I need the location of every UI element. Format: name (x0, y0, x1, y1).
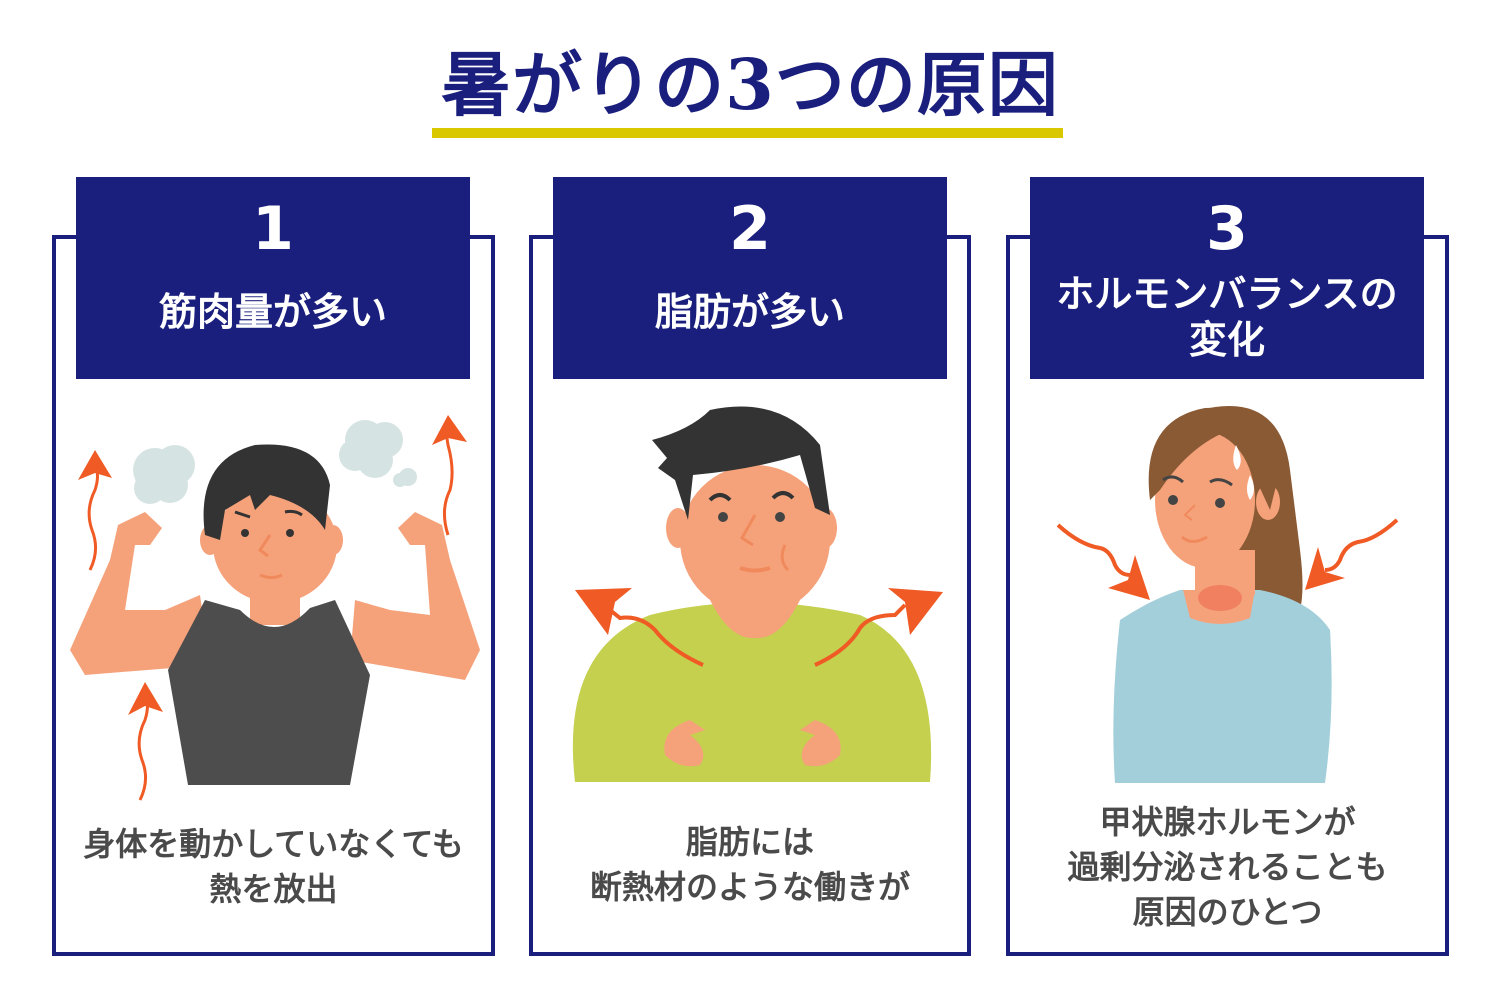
muscular-man-flexing-icon (70, 415, 480, 801)
card-description: 身体を動かしていなくても 熱を放出 (83, 825, 464, 908)
card-number: 2 (729, 194, 771, 264)
sweating-woman-thyroid-icon (1056, 406, 1399, 783)
card-heading: 筋肉量が多い (158, 290, 387, 334)
card-number: 1 (252, 194, 294, 264)
card-description: 脂肪には 断熱材のような働きが (589, 823, 910, 906)
card-header-1: 1 筋肉量が多い (76, 177, 470, 379)
card-number: 3 (1206, 194, 1248, 264)
chubby-man-icon (572, 406, 943, 782)
title-underline (432, 128, 1063, 138)
page-title: 暑がりの3つの原因 (441, 43, 1059, 126)
card-heading: ホルモンバランスの 変化 (1056, 272, 1398, 362)
card-header-3: 3 ホルモンバランスの 変化 (1030, 177, 1424, 379)
card-heading: 脂肪が多い (654, 290, 845, 334)
card-description: 甲状腺ホルモンが 過剰分泌されることも 原因のひとつ (1067, 803, 1388, 931)
card-header-2: 2 脂肪が多い (553, 177, 947, 379)
